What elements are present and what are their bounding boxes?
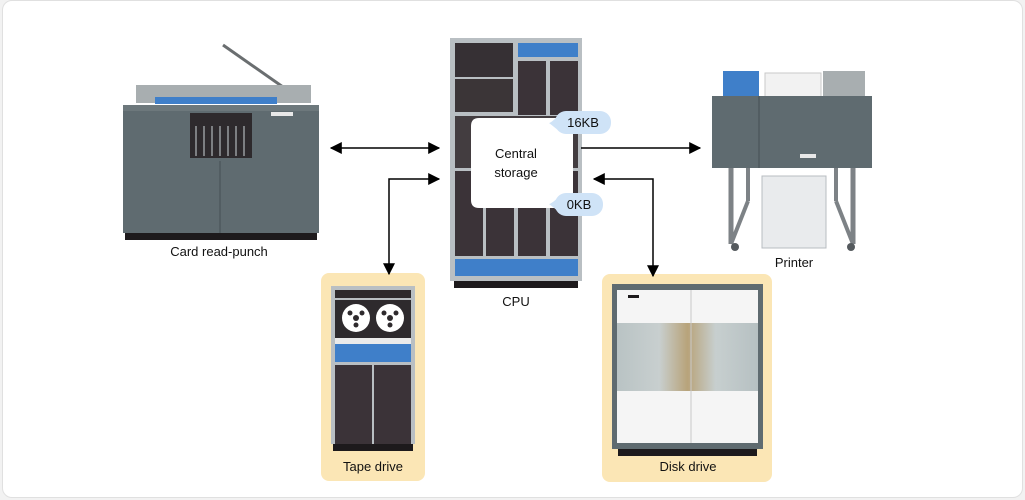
arrow-cpu-disk-drive [592, 173, 659, 278]
disk-drive-machine [612, 284, 763, 456]
tape-drive-label: Tape drive [343, 459, 403, 474]
central-storage-label-line2: storage [494, 165, 537, 180]
disk-drive-label: Disk drive [659, 459, 716, 474]
storage-top-address-bubble [549, 111, 611, 134]
cpu-base [454, 281, 578, 288]
card-reader-base [125, 233, 317, 240]
storage-bottom-address: 0KB [567, 197, 592, 212]
arrow-tape-drive-cpu [383, 173, 441, 276]
cpu-label: CPU [502, 294, 529, 309]
card-read-punch-label: Card read-punch [170, 244, 268, 259]
printer-body [712, 96, 872, 168]
storage-bottom-address-bubble [549, 193, 603, 216]
printer-paper-stack [761, 175, 827, 249]
card-reader-indicator [271, 112, 293, 116]
printer-blue-panel [723, 71, 759, 96]
printer-machine [712, 71, 872, 251]
disk-window [617, 323, 758, 391]
card-read-punch-machine [123, 43, 319, 240]
cpu-blue-panel-bottom [455, 259, 578, 276]
central-storage-box [471, 118, 573, 208]
tape-drive-machine [331, 286, 415, 451]
system-diagram: Card read-punch Central storage 16KB 0KB… [123, 38, 872, 482]
cpu-blue-panel-top [518, 43, 578, 57]
cpu-cabinet [450, 38, 582, 288]
tape-reel-right [376, 304, 404, 332]
printer-label: Printer [775, 255, 814, 270]
card-reader-blue-strip [155, 97, 277, 104]
storage-top-address: 16KB [567, 115, 599, 130]
central-storage-label-line1: Central [495, 146, 537, 161]
tape-reel-left [342, 304, 370, 332]
